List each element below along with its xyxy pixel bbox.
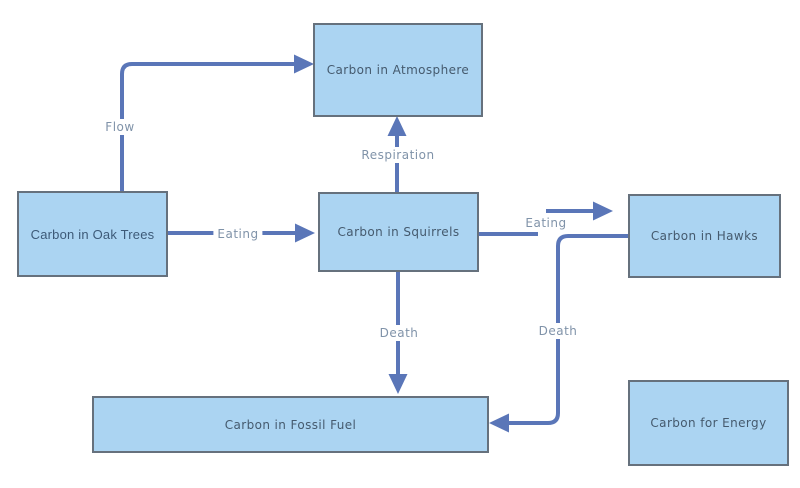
edge-label-eating-oak-squirrel: Eating bbox=[213, 226, 263, 242]
death-hawks-arrowhead bbox=[489, 413, 509, 433]
node-label-hawks: Carbon in Hawks bbox=[650, 229, 759, 243]
node-label-oak-trees: Carbon in Oak Trees bbox=[30, 226, 155, 242]
node-label-squirrels: Carbon in Squirrels bbox=[337, 225, 460, 239]
respiration-arrowhead bbox=[387, 116, 407, 136]
death-squirrel-arrowhead bbox=[388, 374, 408, 394]
flow-connector-line bbox=[120, 62, 296, 191]
node-label-fossil-fuel: Carbon in Fossil Fuel bbox=[224, 417, 357, 432]
node-carbon-for-energy: Carbon for Energy bbox=[628, 380, 789, 466]
node-carbon-in-oak-trees: Carbon in Oak Trees bbox=[17, 191, 168, 277]
node-carbon-in-atmosphere: Carbon in Atmosphere bbox=[313, 23, 483, 117]
flow-arrowhead bbox=[294, 54, 314, 74]
node-label-energy: Carbon for Energy bbox=[650, 416, 767, 430]
node-carbon-in-hawks: Carbon in Hawks bbox=[628, 194, 781, 278]
node-carbon-in-fossil-fuel: Carbon in Fossil Fuel bbox=[92, 396, 489, 453]
edge-label-death-squirrel: Death bbox=[375, 325, 423, 341]
edge-label-respiration: Respiration bbox=[357, 147, 439, 163]
node-label-atmosphere: Carbon in Atmosphere bbox=[326, 63, 470, 77]
edge-label-eating-squirrel-hawk: Eating bbox=[521, 215, 571, 231]
edge-label-death-hawks: Death bbox=[534, 323, 582, 339]
eating-squirrel-hawk-arrowhead bbox=[593, 201, 613, 221]
edge-label-flow: Flow bbox=[101, 119, 139, 135]
node-carbon-in-squirrels: Carbon in Squirrels bbox=[318, 192, 479, 272]
eating-oak-squirrel-arrowhead bbox=[295, 223, 315, 243]
